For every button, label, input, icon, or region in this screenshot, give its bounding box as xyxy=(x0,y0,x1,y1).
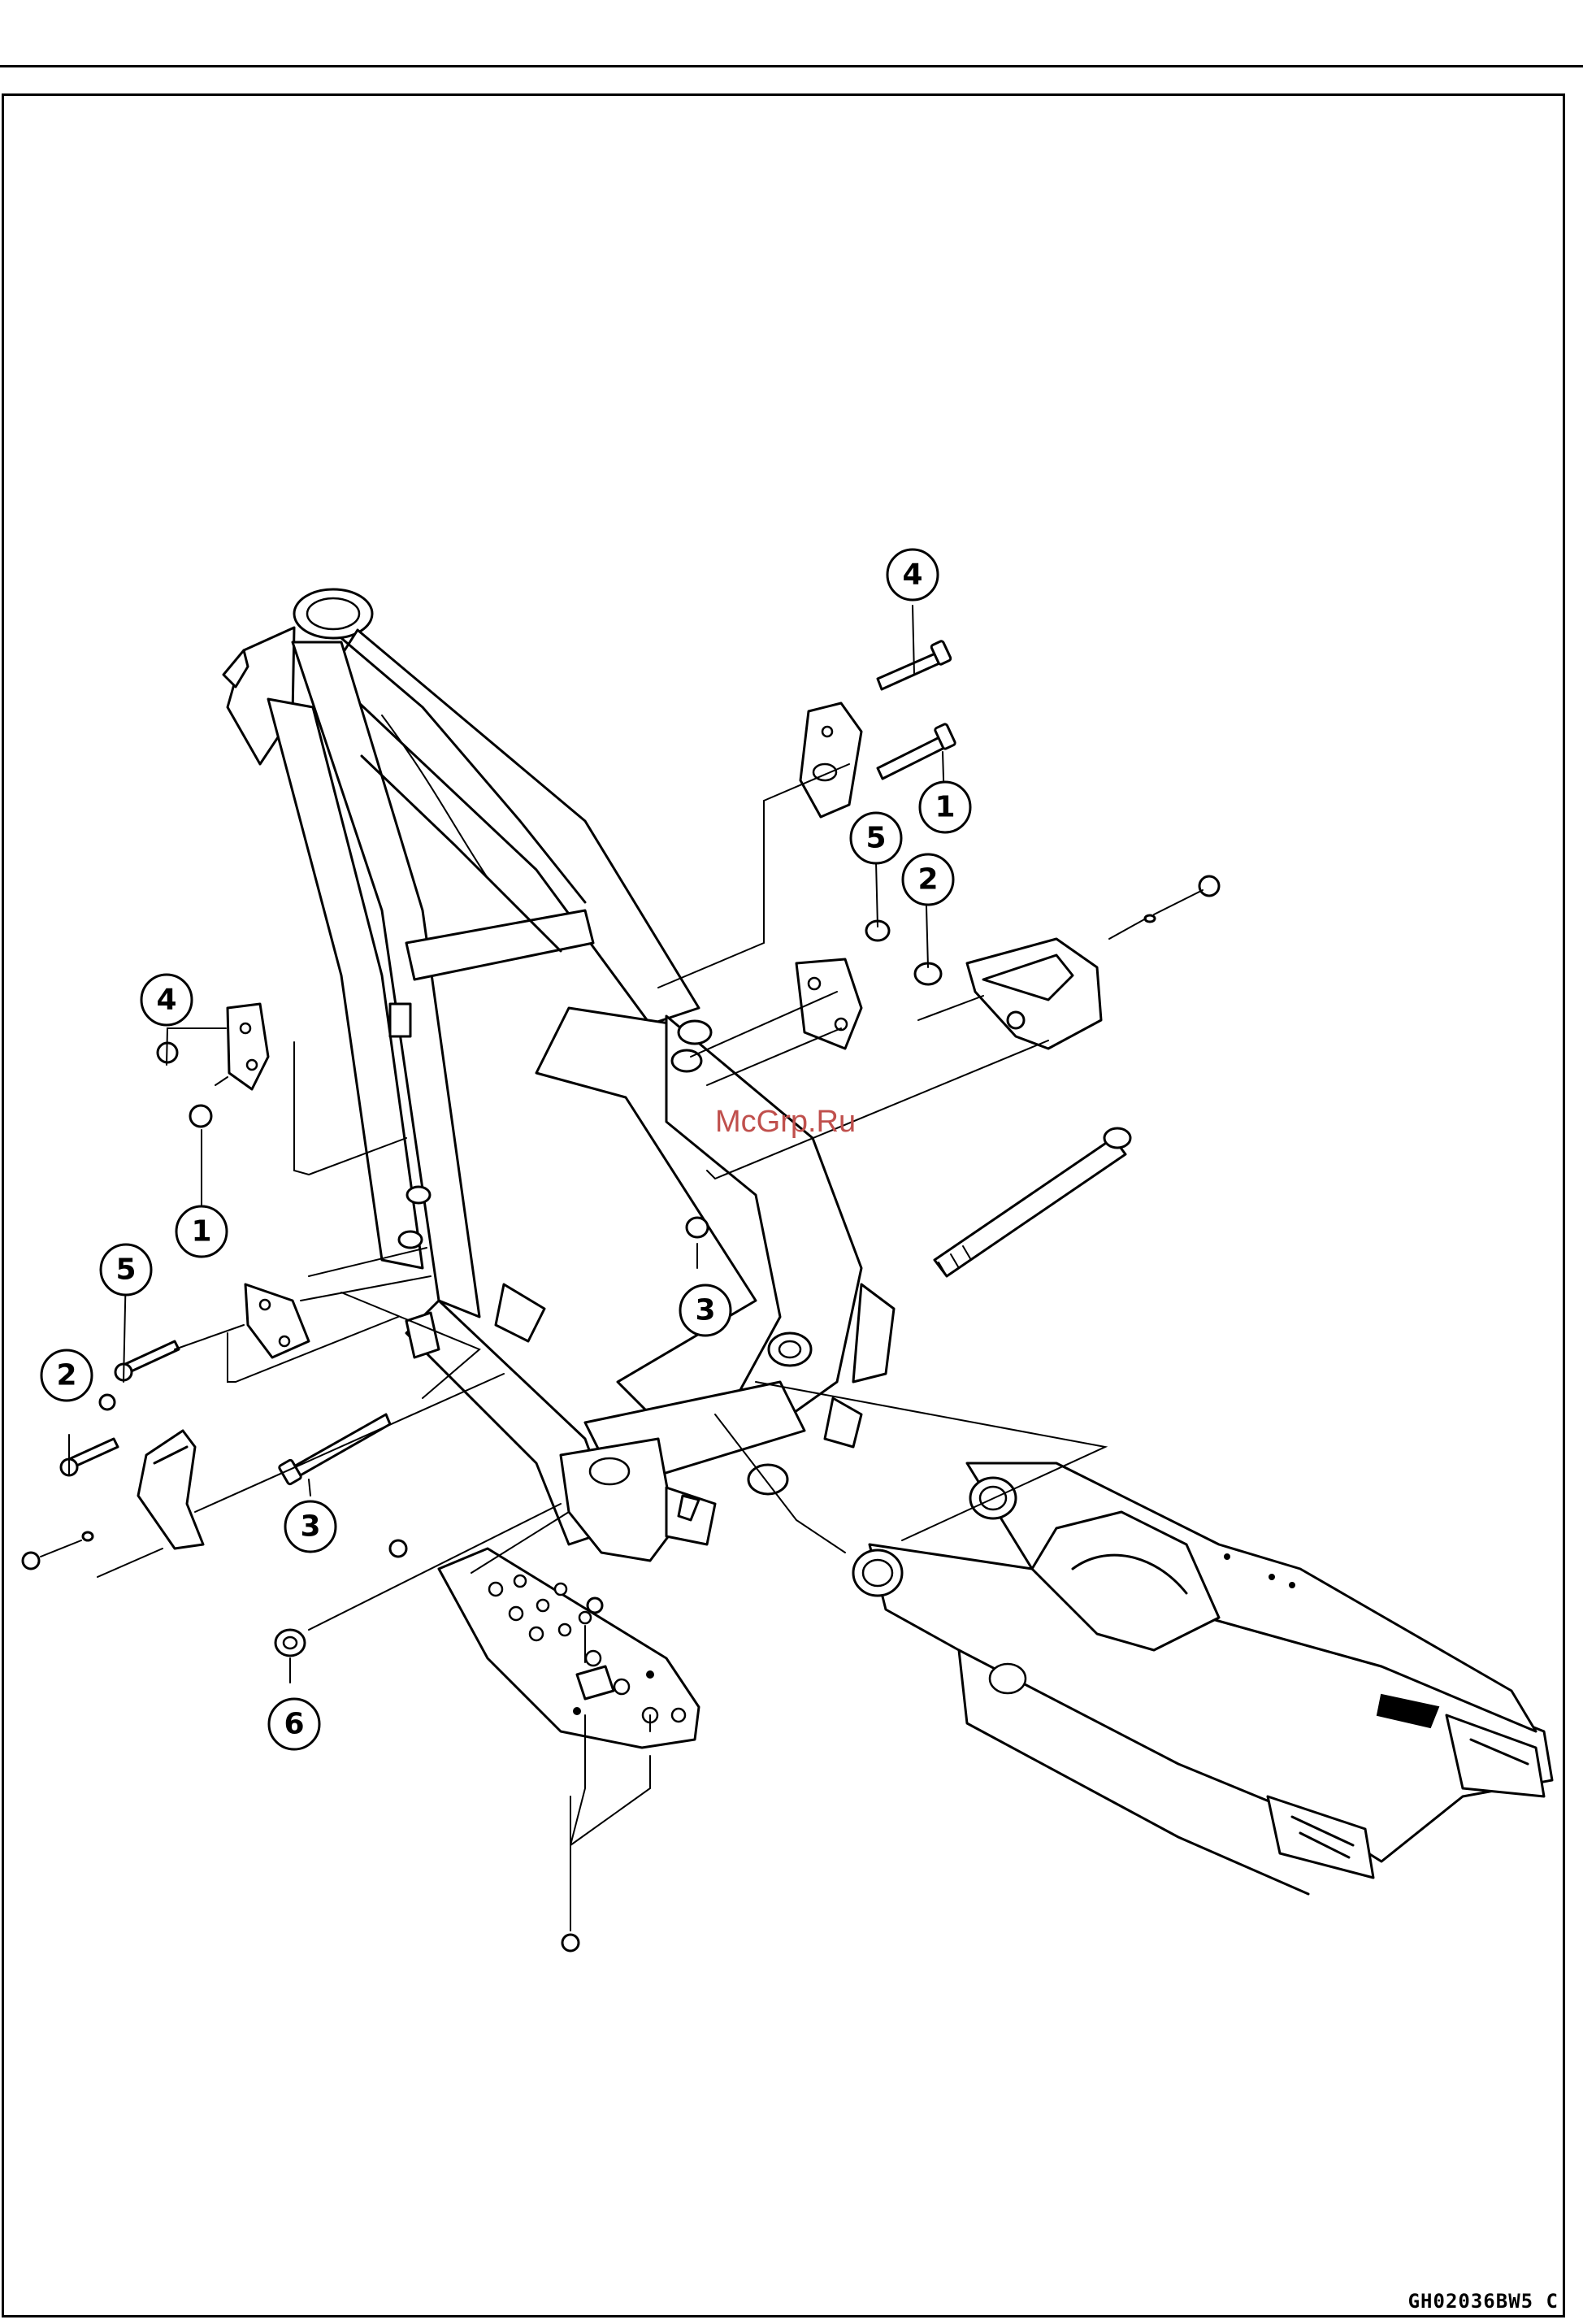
svg-text:1: 1 xyxy=(935,791,955,824)
callout-5-left: 5 xyxy=(101,1245,151,1295)
callout-2-right: 2 xyxy=(903,854,953,905)
swing-arm xyxy=(853,1463,1552,1894)
svg-text:3: 3 xyxy=(695,1294,715,1327)
svg-text:2: 2 xyxy=(917,863,938,897)
callout-2-left: 2 xyxy=(41,1350,92,1401)
svg-text:6: 6 xyxy=(284,1708,304,1741)
callout-4-top: 4 xyxy=(887,550,938,600)
figure-code: GH02036BW5 C xyxy=(1408,2290,1559,2313)
svg-text:1: 1 xyxy=(191,1215,211,1249)
svg-text:5: 5 xyxy=(865,822,886,855)
svg-text:4: 4 xyxy=(902,558,922,592)
motorcycle-frame xyxy=(223,589,894,1561)
callout-3-lower: 3 xyxy=(285,1501,336,1552)
callout-1-left: 1 xyxy=(176,1206,227,1257)
svg-text:5: 5 xyxy=(115,1253,136,1287)
svg-text:4: 4 xyxy=(156,984,176,1017)
watermark-text: McGrp.Ru xyxy=(715,1105,856,1139)
engine-brackets-and-bolts xyxy=(23,641,1219,1951)
callout-3-center: 3 xyxy=(680,1285,731,1336)
callout-1-top: 1 xyxy=(920,782,970,832)
callout-6-lower: 6 xyxy=(269,1699,319,1749)
svg-text:3: 3 xyxy=(300,1510,320,1544)
callout-5-right: 5 xyxy=(851,813,901,863)
callout-4-left: 4 xyxy=(141,975,192,1025)
svg-text:2: 2 xyxy=(56,1359,76,1392)
